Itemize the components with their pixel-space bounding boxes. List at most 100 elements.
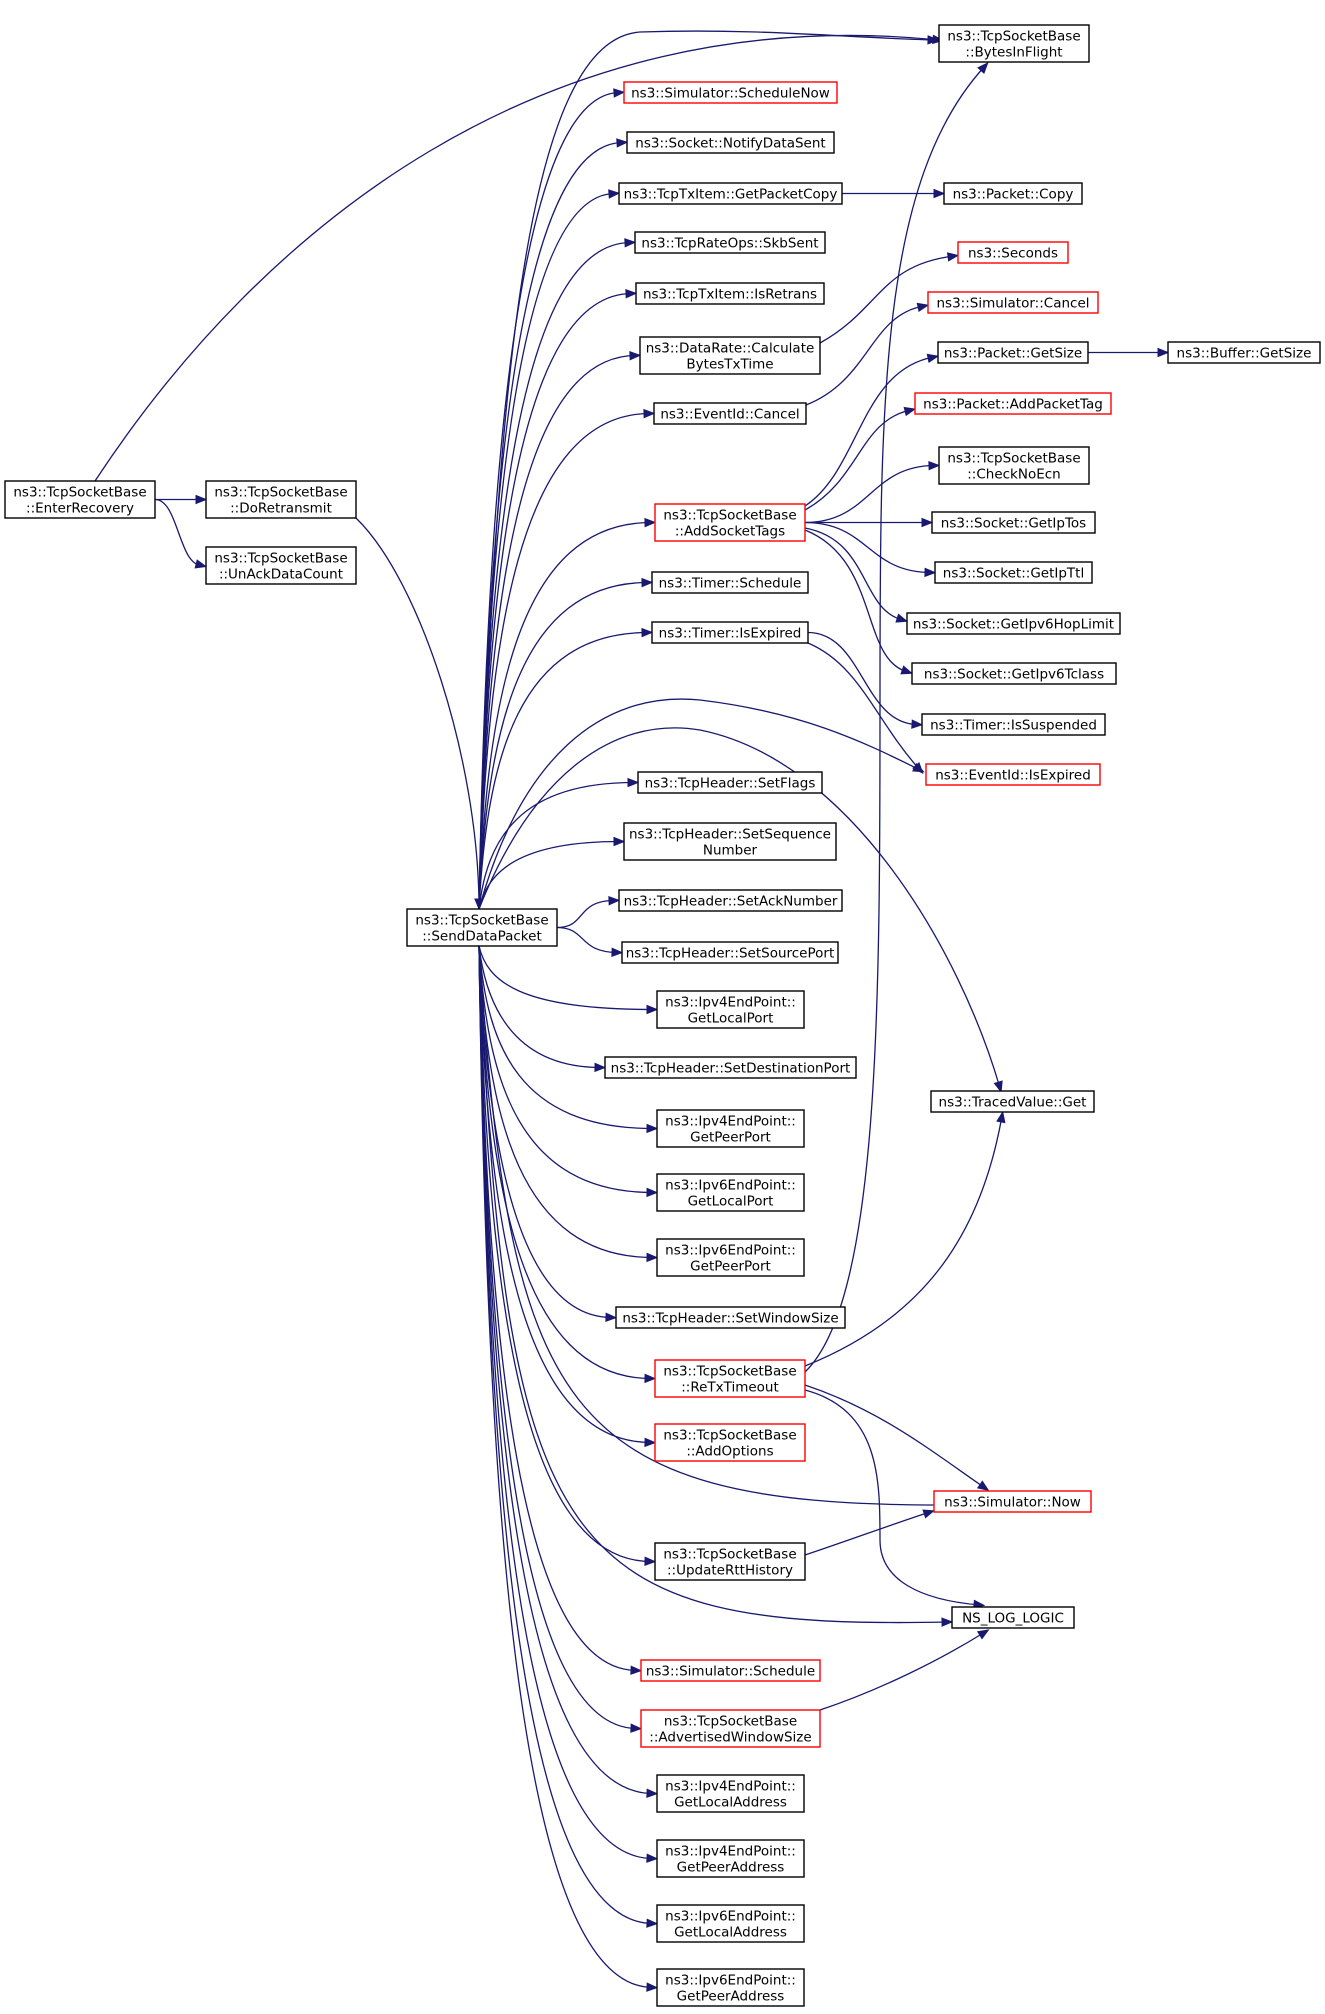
node-skbSent[interactable]: ns3::TcpRateOps::SkbSent bbox=[634, 231, 826, 254]
node-packetGetSize[interactable]: ns3::Packet::GetSize bbox=[937, 341, 1089, 364]
node-unAckDataCount[interactable]: ns3::TcpSocketBase::UnAckDataCount bbox=[205, 546, 357, 585]
node-box bbox=[951, 1606, 1075, 1629]
node-timerSchedule[interactable]: ns3::Timer::Schedule bbox=[651, 571, 809, 594]
node-ipv6GetLocalAddress[interactable]: ns3::Ipv6EndPoint::GetLocalAddress bbox=[656, 1904, 805, 1943]
node-label: GetPeerPort bbox=[690, 1259, 771, 1275]
node-label: ns3::TcpTxItem::IsRetrans bbox=[643, 287, 817, 303]
arrow-head-icon bbox=[646, 1187, 659, 1198]
node-nsLogLogic[interactable]: NS_LOG_LOGIC bbox=[951, 1606, 1075, 1629]
node-label: ns3::Ipv4EndPoint:: bbox=[665, 1114, 796, 1130]
node-label: ns3::Packet::Copy bbox=[953, 187, 1074, 203]
node-box bbox=[656, 1839, 805, 1878]
arrow-head-icon bbox=[194, 559, 208, 569]
node-box bbox=[930, 1090, 1095, 1113]
node-box bbox=[626, 131, 835, 154]
edge-calcBytesTxTime-to-seconds bbox=[819, 255, 955, 344]
edge-sendDataPacket-to-updateRttHistory bbox=[478, 945, 652, 1563]
node-setSourcePort[interactable]: ns3::TcpHeader::SetSourcePort bbox=[621, 941, 839, 964]
node-isRetrans[interactable]: ns3::TcpTxItem::IsRetrans bbox=[635, 282, 825, 305]
node-getIpTtl[interactable]: ns3::Socket::GetIpTtl bbox=[934, 561, 1093, 584]
node-addSocketTags[interactable]: ns3::TcpSocketBase::AddSocketTags bbox=[654, 503, 806, 542]
node-getIpTos[interactable]: ns3::Socket::GetIpTos bbox=[931, 511, 1096, 534]
node-box bbox=[937, 341, 1089, 364]
node-packetCopy[interactable]: ns3::Packet::Copy bbox=[943, 182, 1083, 205]
edge-sendDataPacket-to-eventIdCancel bbox=[478, 412, 651, 910]
node-label: ns3::Socket::GetIpv6HopLimit bbox=[913, 617, 1114, 633]
node-box bbox=[925, 763, 1101, 786]
node-bufferGetSize[interactable]: ns3::Buffer::GetSize bbox=[1167, 341, 1321, 364]
node-box bbox=[604, 1056, 857, 1079]
edge-reTxTimeout-to-bytesInFlight bbox=[804, 65, 986, 1373]
edge-reTxTimeout-to-nsLogLogic bbox=[804, 1389, 981, 1606]
arrow-head-icon bbox=[933, 188, 946, 199]
node-ipv4GetPeerPort[interactable]: ns3::Ipv4EndPoint::GetPeerPort bbox=[656, 1109, 805, 1148]
node-ipv6GetPeerPort[interactable]: ns3::Ipv6EndPoint::GetPeerPort bbox=[656, 1238, 805, 1277]
node-timerIsSuspended[interactable]: ns3::Timer::IsSuspended bbox=[921, 713, 1106, 736]
node-box bbox=[921, 713, 1106, 736]
arrow-head-icon bbox=[605, 1312, 618, 1322]
arrow-head-icon bbox=[613, 836, 626, 847]
node-setDestinationPort[interactable]: ns3::TcpHeader::SetDestinationPort bbox=[604, 1056, 857, 1079]
node-simCancel[interactable]: ns3::Simulator::Cancel bbox=[927, 291, 1099, 314]
node-ipv4GetLocalAddress[interactable]: ns3::Ipv4EndPoint::GetLocalAddress bbox=[656, 1774, 805, 1813]
node-eventIdCancel[interactable]: ns3::EventId::Cancel bbox=[653, 402, 807, 425]
node-label: ns3::TcpHeader::SetSequence bbox=[629, 827, 831, 843]
node-setAckNumber[interactable]: ns3::TcpHeader::SetAckNumber bbox=[618, 889, 843, 912]
arrow-head-icon bbox=[646, 1982, 659, 1992]
node-label: ns3::TcpHeader::SetDestinationPort bbox=[611, 1061, 851, 1077]
node-setWindowSize[interactable]: ns3::TcpHeader::SetWindowSize bbox=[615, 1306, 846, 1329]
node-checkNoEcn[interactable]: ns3::TcpSocketBase::CheckNoEcn bbox=[938, 446, 1090, 485]
node-label: ns3::Ipv6EndPoint:: bbox=[665, 1178, 796, 1194]
node-setFlags[interactable]: ns3::TcpHeader::SetFlags bbox=[637, 771, 823, 794]
node-tracedValueGet[interactable]: ns3::TracedValue::Get bbox=[930, 1090, 1095, 1113]
edge-sendDataPacket-to-isRetrans bbox=[478, 292, 633, 910]
node-advertisedWindowSize[interactable]: ns3::TcpSocketBase::AdvertisedWindowSize bbox=[640, 1709, 821, 1748]
node-simSchedule[interactable]: ns3::Simulator::Schedule bbox=[640, 1659, 821, 1682]
node-getIpv6HopLimit[interactable]: ns3::Socket::GetIpv6HopLimit bbox=[906, 612, 1121, 635]
node-updateRttHistory[interactable]: ns3::TcpSocketBase::UpdateRttHistory bbox=[654, 1542, 806, 1581]
node-timerIsExpired[interactable]: ns3::Timer::IsExpired bbox=[651, 621, 809, 644]
arrow-head-icon bbox=[643, 408, 656, 419]
node-ipv4GetPeerAddress[interactable]: ns3::Ipv4EndPoint::GetPeerAddress bbox=[656, 1839, 805, 1878]
node-reTxTimeout[interactable]: ns3::TcpSocketBase::ReTxTimeout bbox=[654, 1359, 806, 1398]
edge-addSocketTags-to-getIpv6Tclass bbox=[804, 529, 909, 673]
edge-addSocketTags-to-addPacketTag bbox=[804, 409, 912, 511]
node-label: GetLocalAddress bbox=[674, 1925, 787, 1941]
node-simNow[interactable]: ns3::Simulator::Now bbox=[933, 1490, 1092, 1513]
node-notifyDataSent[interactable]: ns3::Socket::NotifyDataSent bbox=[626, 131, 835, 154]
node-eventIdIsExpired[interactable]: ns3::EventId::IsExpired bbox=[925, 763, 1101, 786]
node-label: ns3::Socket::GetIpTtl bbox=[943, 566, 1084, 582]
node-box bbox=[656, 1774, 805, 1813]
arrow-head-icon bbox=[641, 627, 654, 638]
node-addOptions[interactable]: ns3::TcpSocketBase::AddOptions bbox=[654, 1423, 806, 1462]
node-sendDataPacket[interactable]: ns3::TcpSocketBase::SendDataPacket bbox=[406, 908, 558, 947]
node-box bbox=[911, 662, 1117, 685]
node-bytesInFlight[interactable]: ns3::TcpSocketBase::BytesInFlight bbox=[938, 24, 1090, 63]
node-enterRecovery[interactable]: ns3::TcpSocketBase::EnterRecovery bbox=[4, 480, 156, 519]
node-label: Number bbox=[703, 843, 758, 859]
arrow-head-icon bbox=[927, 35, 940, 45]
edge-reTxTimeout-to-tracedValueGet bbox=[804, 1115, 1003, 1367]
node-label: ns3::Socket::GetIpTos bbox=[941, 516, 1086, 532]
node-addPacketTag[interactable]: ns3::Packet::AddPacketTag bbox=[914, 392, 1112, 415]
node-ipv6GetPeerAddress[interactable]: ns3::Ipv6EndPoint::GetPeerAddress bbox=[656, 1968, 805, 2007]
node-ipv4GetLocalPort[interactable]: ns3::Ipv4EndPoint::GetLocalPort bbox=[656, 990, 805, 1029]
node-label: GetLocalPort bbox=[688, 1011, 774, 1027]
arrow-head-icon bbox=[613, 88, 626, 98]
node-getPacketCopy[interactable]: ns3::TcpTxItem::GetPacketCopy bbox=[618, 182, 843, 205]
node-box bbox=[654, 1359, 806, 1398]
arrow-head-icon bbox=[195, 494, 208, 505]
edge-sendDataPacket-to-timerIsExpired bbox=[478, 631, 649, 910]
node-simScheduleNow[interactable]: ns3::Simulator::ScheduleNow bbox=[623, 81, 838, 104]
node-ipv6GetLocalPort[interactable]: ns3::Ipv6EndPoint::GetLocalPort bbox=[656, 1173, 805, 1212]
edge-enterRecovery-to-bytesInFlight bbox=[94, 34, 940, 482]
node-doRetransmit[interactable]: ns3::TcpSocketBase::DoRetransmit bbox=[205, 480, 357, 519]
node-label: ::UnAckDataCount bbox=[219, 567, 343, 583]
node-seconds[interactable]: ns3::Seconds bbox=[957, 241, 1069, 264]
node-box bbox=[640, 1709, 821, 1748]
node-label: ns3::EventId::Cancel bbox=[660, 407, 799, 423]
node-getIpv6Tclass[interactable]: ns3::Socket::GetIpv6Tclass bbox=[911, 662, 1117, 685]
node-label: ns3::TcpSocketBase bbox=[663, 1364, 796, 1380]
